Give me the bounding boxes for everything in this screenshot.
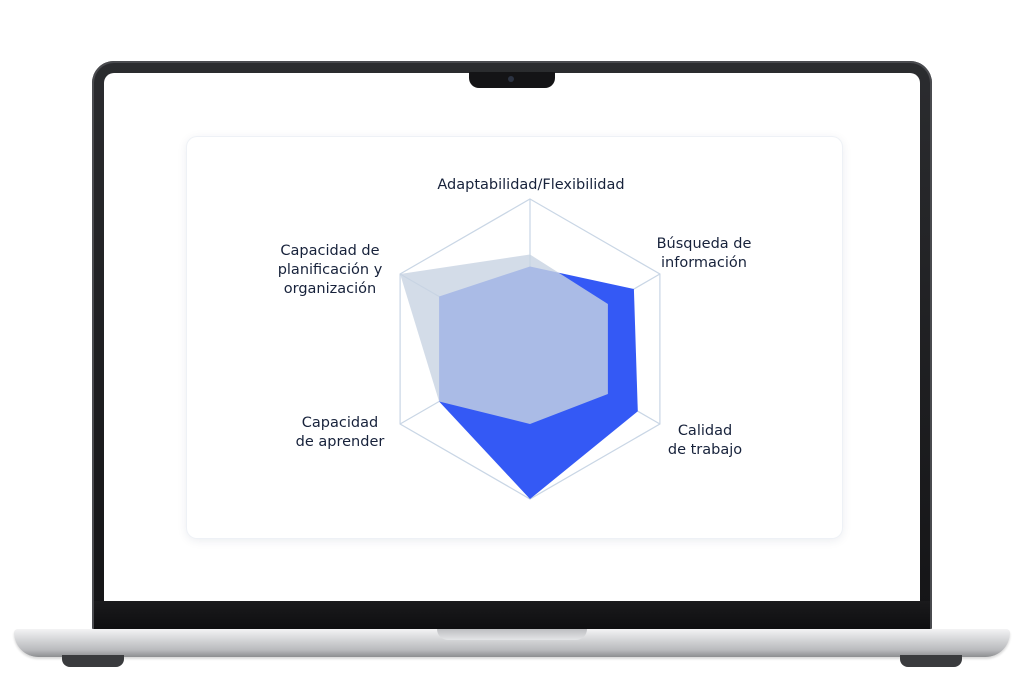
axis-label-4: Capacidad de aprender [296, 415, 385, 450]
camera-icon [508, 76, 514, 82]
series-2-area [400, 254, 608, 424]
axis-label-line: Adaptabilidad/Flexibilidad [437, 177, 624, 193]
axis-label-5: Capacidad de planificación y organización [278, 243, 383, 297]
axis-label-line: Capacidad de [280, 243, 379, 259]
laptop-foot-right [900, 655, 962, 667]
laptop-chin [94, 601, 930, 631]
axis-label-line: Búsqueda de [657, 236, 752, 252]
axis-label-1: Adaptabilidad/Flexibilidad [437, 177, 624, 193]
axis-label-line: de trabajo [668, 442, 742, 458]
axis-label-line: organización [284, 281, 376, 297]
axis-label-line: planificación y [278, 262, 383, 278]
axis-label-3: Calidad de trabajo [668, 423, 742, 458]
axis-label-line: Capacidad [302, 415, 378, 431]
axis-label-line: información [661, 255, 747, 271]
laptop-foot-left [62, 655, 124, 667]
axis-label-2: Búsqueda de información [657, 236, 752, 271]
axis-label-line: de aprender [296, 434, 385, 450]
axis-label-line: Calidad [678, 423, 732, 439]
laptop-opening-groove [437, 629, 587, 640]
